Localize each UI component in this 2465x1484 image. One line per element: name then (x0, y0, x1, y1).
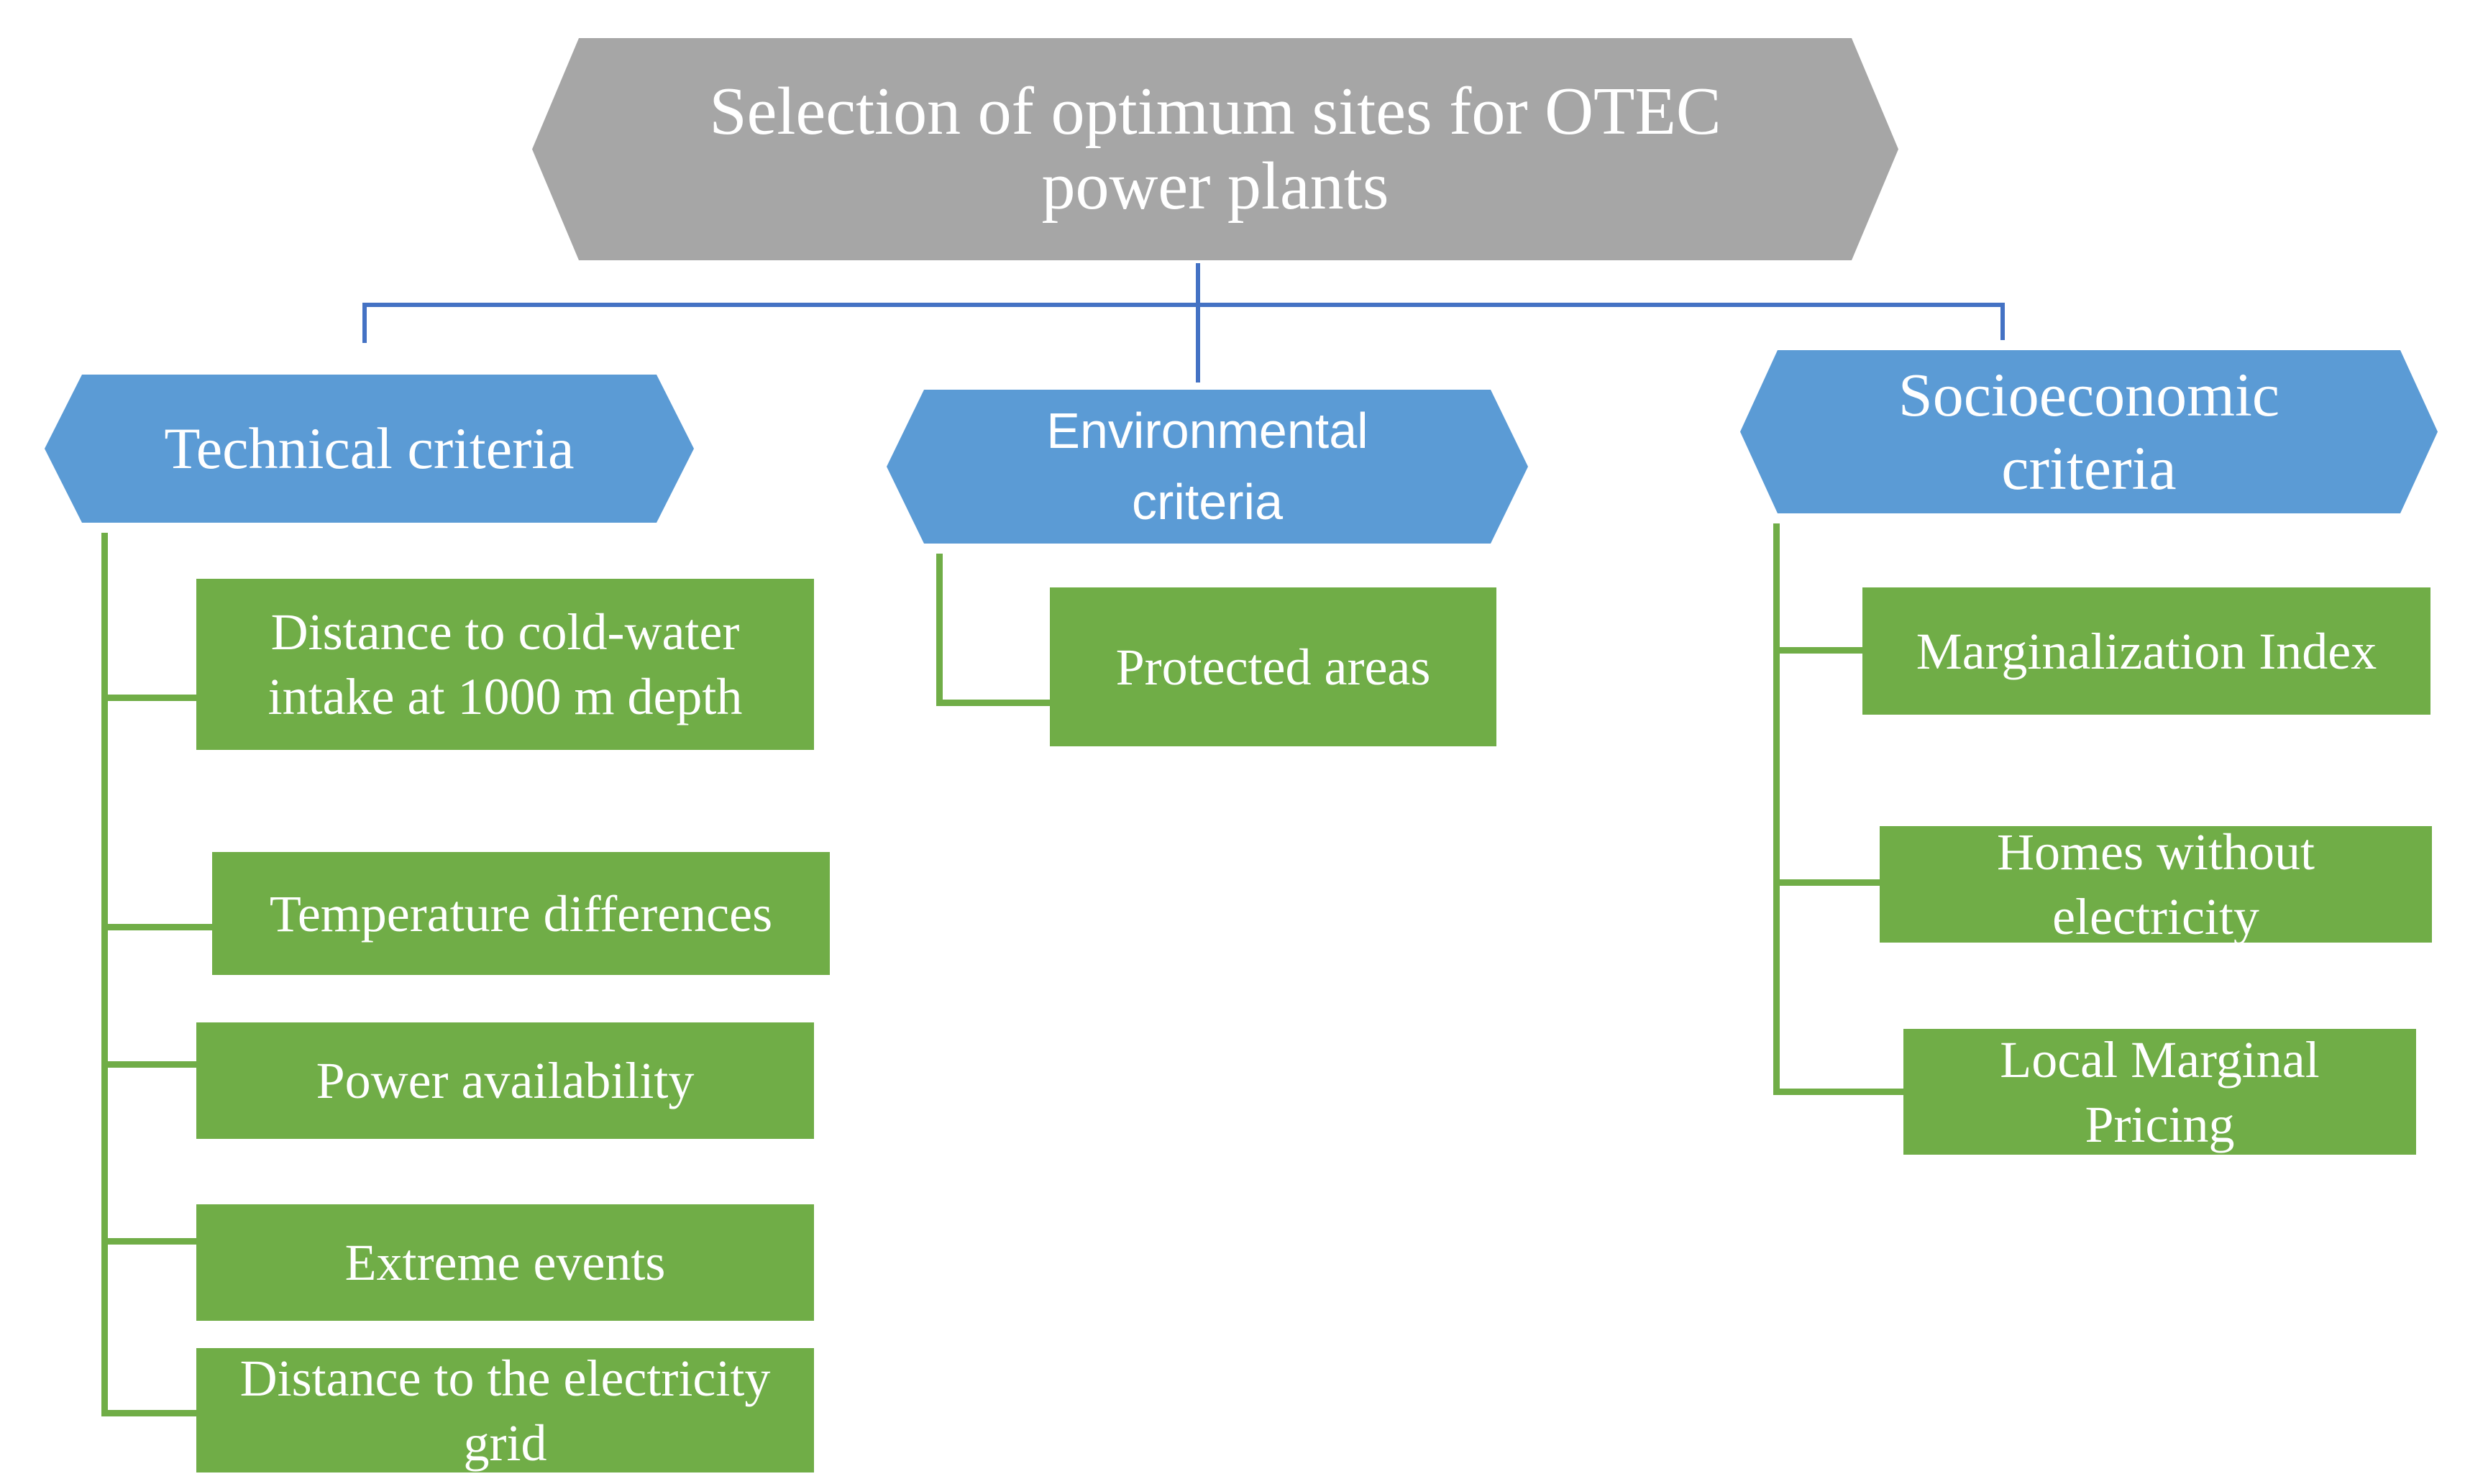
item-label-line: Homes without (1997, 823, 2315, 881)
branch-environmental-label-line-2: criteria (1131, 474, 1284, 530)
branch-environmental-criteria: Environmental criteria (887, 390, 1528, 544)
item-label-line: Extreme events (344, 1234, 666, 1291)
item-homes-without-electricity: Homes without electricity (1880, 823, 2432, 945)
connector-drop-technical (362, 303, 367, 343)
item-label-line: Protected areas (1115, 638, 1431, 696)
item-power-availability: Power availability (196, 1022, 814, 1139)
item-label-line: grid (463, 1414, 547, 1472)
item-temperature-differences: Temperature differences (212, 852, 830, 975)
connector-socioeconomic-stub-3 (1773, 1089, 1903, 1095)
connector-root-stem (1196, 263, 1200, 306)
item-marginalization-index: Marginalization Index (1862, 587, 2430, 715)
item-label-line: Power availability (316, 1052, 695, 1109)
item-distance-electricity-grid: Distance to the electricity grid (196, 1348, 814, 1472)
connector-technical-stub-2 (101, 924, 212, 930)
connector-technical-stub-5 (101, 1410, 196, 1416)
branch-environmental-label-line-1: Environmental (1046, 402, 1368, 459)
item-label-line: electricity (2052, 888, 2259, 945)
branch-socioeconomic-label-line-2: criteria (2001, 433, 2177, 503)
item-local-marginal-pricing: Local Marginal Pricing (1903, 1029, 2416, 1155)
root-title-line-2: power plants (1041, 148, 1389, 224)
branch-technical-label: Technical criteria (164, 415, 575, 481)
item-label-line: Local Marginal (2000, 1030, 2320, 1089)
connector-drop-socioeconomic (2000, 303, 2005, 340)
connector-technical-stub-3 (101, 1061, 196, 1068)
root-node-otec-site-selection: Selection of optimum sites for OTEC powe… (532, 38, 1898, 260)
item-label-line: Marginalization Index (1916, 622, 2377, 680)
branch-technical-criteria: Technical criteria (45, 375, 694, 523)
branch-socioeconomic-criteria: Socioeconomic criteria (1740, 350, 2438, 513)
connector-environmental-trunk (936, 554, 943, 706)
connector-technical-stub-1 (101, 695, 196, 701)
connector-drop-environmental (1196, 303, 1200, 383)
connector-socioeconomic-stub-2 (1773, 879, 1880, 886)
item-label-line: Distance to the electricity (239, 1349, 771, 1407)
item-protected-areas: Protected areas (1050, 587, 1496, 746)
connector-socioeconomic-trunk (1773, 523, 1780, 1095)
connector-branch-crossbar (362, 303, 2005, 307)
branch-socioeconomic-label-line-1: Socioeconomic (1898, 360, 2280, 430)
connector-technical-trunk (101, 533, 108, 1416)
item-label-line: Pricing (2085, 1095, 2235, 1153)
connector-socioeconomic-stub-1 (1773, 647, 1862, 654)
item-distance-cold-water-intake: Distance to cold-water intake at 1000 m … (196, 579, 814, 750)
item-extreme-events: Extreme events (196, 1204, 814, 1321)
item-label-line: intake at 1000 m depth (267, 668, 743, 725)
root-title-line-1: Selection of optimum sites for OTEC (709, 74, 1721, 150)
connector-technical-stub-4 (101, 1238, 196, 1245)
item-label-line: Temperature differences (269, 884, 773, 943)
item-label-line: Distance to cold-water (270, 603, 740, 661)
connector-environmental-stub (936, 700, 1050, 706)
